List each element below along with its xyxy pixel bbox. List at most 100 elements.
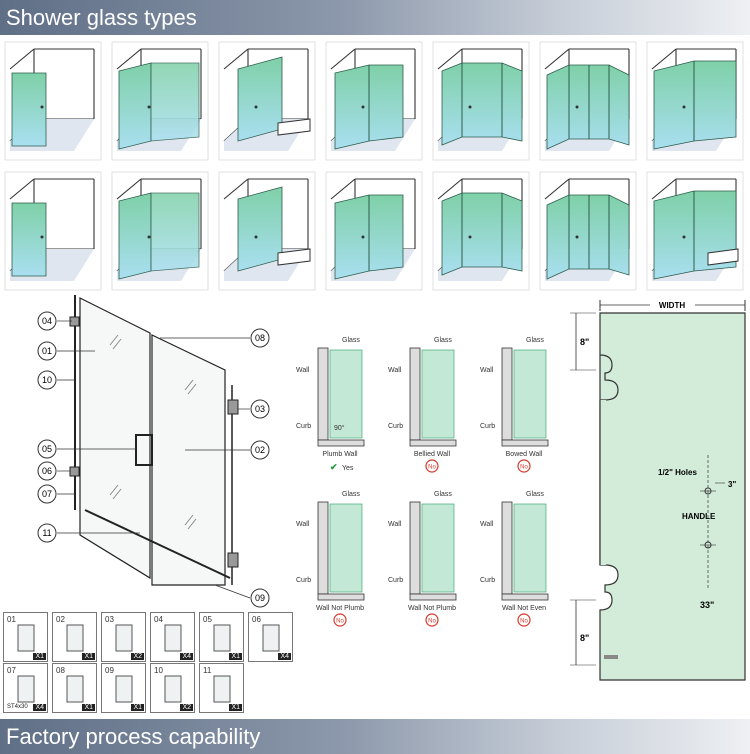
part-quantity: X1: [229, 653, 242, 660]
glass-label: Glass: [434, 337, 452, 344]
part-quantity: X4: [33, 704, 46, 711]
assembly-diagram: 04 01 10 05 06 07 11 08 03 02 09: [37, 295, 270, 608]
handle-spacing-label: 3": [728, 480, 736, 489]
condition-name: Wall Not Plumb: [316, 605, 364, 612]
part-icon: [115, 624, 133, 652]
glass-label: Glass: [526, 337, 544, 344]
no-sign-icon: [425, 459, 439, 473]
callout-10: 10: [37, 370, 57, 390]
condition-status: No: [428, 619, 436, 625]
fixed-glass-panel: [79, 297, 151, 580]
shower-type-thumbnail: [4, 41, 102, 161]
part-icon: [164, 675, 182, 703]
section-title: Factory process capability: [0, 719, 750, 754]
holes-label: 1/2" Holes: [658, 468, 697, 477]
part-number: 10: [154, 666, 163, 675]
callout-09: 09: [250, 588, 270, 608]
svg-text:09: 09: [255, 593, 265, 603]
part-icon: [66, 624, 84, 652]
no-sign-icon: [333, 613, 347, 627]
shower-type-thumbnail: [432, 41, 530, 161]
no-sign-icon: [517, 613, 531, 627]
condition-name: Wall Not Plumb: [408, 605, 456, 612]
wall-label: Wall: [480, 367, 494, 374]
callout-02: 02: [250, 440, 270, 460]
part-quantity: X1: [33, 653, 46, 660]
condition-name: Wall Not Even: [502, 605, 546, 612]
part-icon: [17, 624, 35, 652]
svg-text:10: 10: [42, 375, 52, 385]
part-quantity: X4: [180, 653, 193, 660]
condition-name: Bowed Wall: [506, 451, 543, 458]
shower-type-thumbnail: [111, 171, 209, 291]
part-number: 02: [56, 615, 65, 624]
callout-11: 11: [37, 523, 57, 543]
part-icon: [262, 624, 280, 652]
wall-label: Wall: [388, 367, 402, 374]
condition-status: No: [336, 619, 344, 625]
shower-type-thumbnail: [218, 171, 316, 291]
curb-label: Curb: [480, 423, 495, 430]
top-offset-label: 8": [580, 337, 589, 347]
part-cell-05: 05 X1: [199, 612, 244, 662]
shower-type-thumbnail: [325, 41, 423, 161]
part-number: 08: [56, 666, 65, 675]
svg-text:04: 04: [42, 316, 52, 326]
part-number: 09: [105, 666, 114, 675]
wall-label: Wall: [296, 367, 310, 374]
part-quantity: X1: [131, 704, 144, 711]
svg-text:05: 05: [42, 444, 52, 454]
part-icon: [17, 675, 35, 703]
part-quantity: X2: [131, 653, 144, 660]
shower-types-grid: [4, 41, 744, 291]
angle-label: 90°: [334, 424, 345, 432]
part-icon: [115, 675, 133, 703]
handle-icon: [135, 434, 153, 466]
curb-label: Curb: [296, 577, 311, 584]
part-cell-08: 08 X1: [52, 663, 97, 713]
door-glass-panel: [151, 334, 226, 586]
callout-01: 01: [37, 341, 57, 361]
handle-label: HANDLE: [682, 512, 716, 521]
part-cell-09: 09 X1: [101, 663, 146, 713]
svg-text:11: 11: [42, 528, 51, 538]
part-number: 11: [203, 666, 212, 675]
part-quantity: X4: [278, 653, 291, 660]
part-cell-10: 10 X2: [150, 663, 195, 713]
svg-text:08: 08: [255, 333, 265, 343]
shower-type-thumbnail: [646, 171, 744, 291]
glass-label: Glass: [342, 491, 360, 498]
condition-name: Plumb Wall: [322, 451, 358, 458]
part-icon: [213, 675, 231, 703]
svg-text:01: 01: [42, 346, 52, 356]
wall-label: Wall: [388, 521, 402, 528]
check-icon: ✔: [330, 462, 338, 472]
svg-text:07: 07: [42, 489, 52, 499]
curb-label: Curb: [388, 577, 403, 584]
part-number: 05: [203, 615, 212, 624]
part-quantity: X1: [82, 704, 95, 711]
part-number: 06: [252, 615, 261, 624]
svg-text:03: 03: [255, 404, 265, 414]
part-icon: [164, 624, 182, 652]
bottom-offset-label: 8": [580, 633, 589, 643]
part-quantity: X1: [82, 653, 95, 660]
svg-text:02: 02: [255, 445, 265, 455]
clip-icon: [69, 316, 80, 327]
glass-label: Glass: [526, 491, 544, 498]
part-number: 04: [154, 615, 163, 624]
shower-type-thumbnail: [646, 41, 744, 161]
part-label: ST4x30: [7, 704, 28, 710]
part-cell-04: 04 X4: [150, 612, 195, 662]
shower-type-thumbnail: [539, 171, 637, 291]
condition-status: No: [520, 619, 528, 625]
dimension-drawing: WIDTH 8" 8" 1/2" Holes 3" HANDLE 33": [570, 299, 746, 681]
condition-status: No: [428, 465, 436, 471]
shower-type-thumbnail: [4, 171, 102, 291]
